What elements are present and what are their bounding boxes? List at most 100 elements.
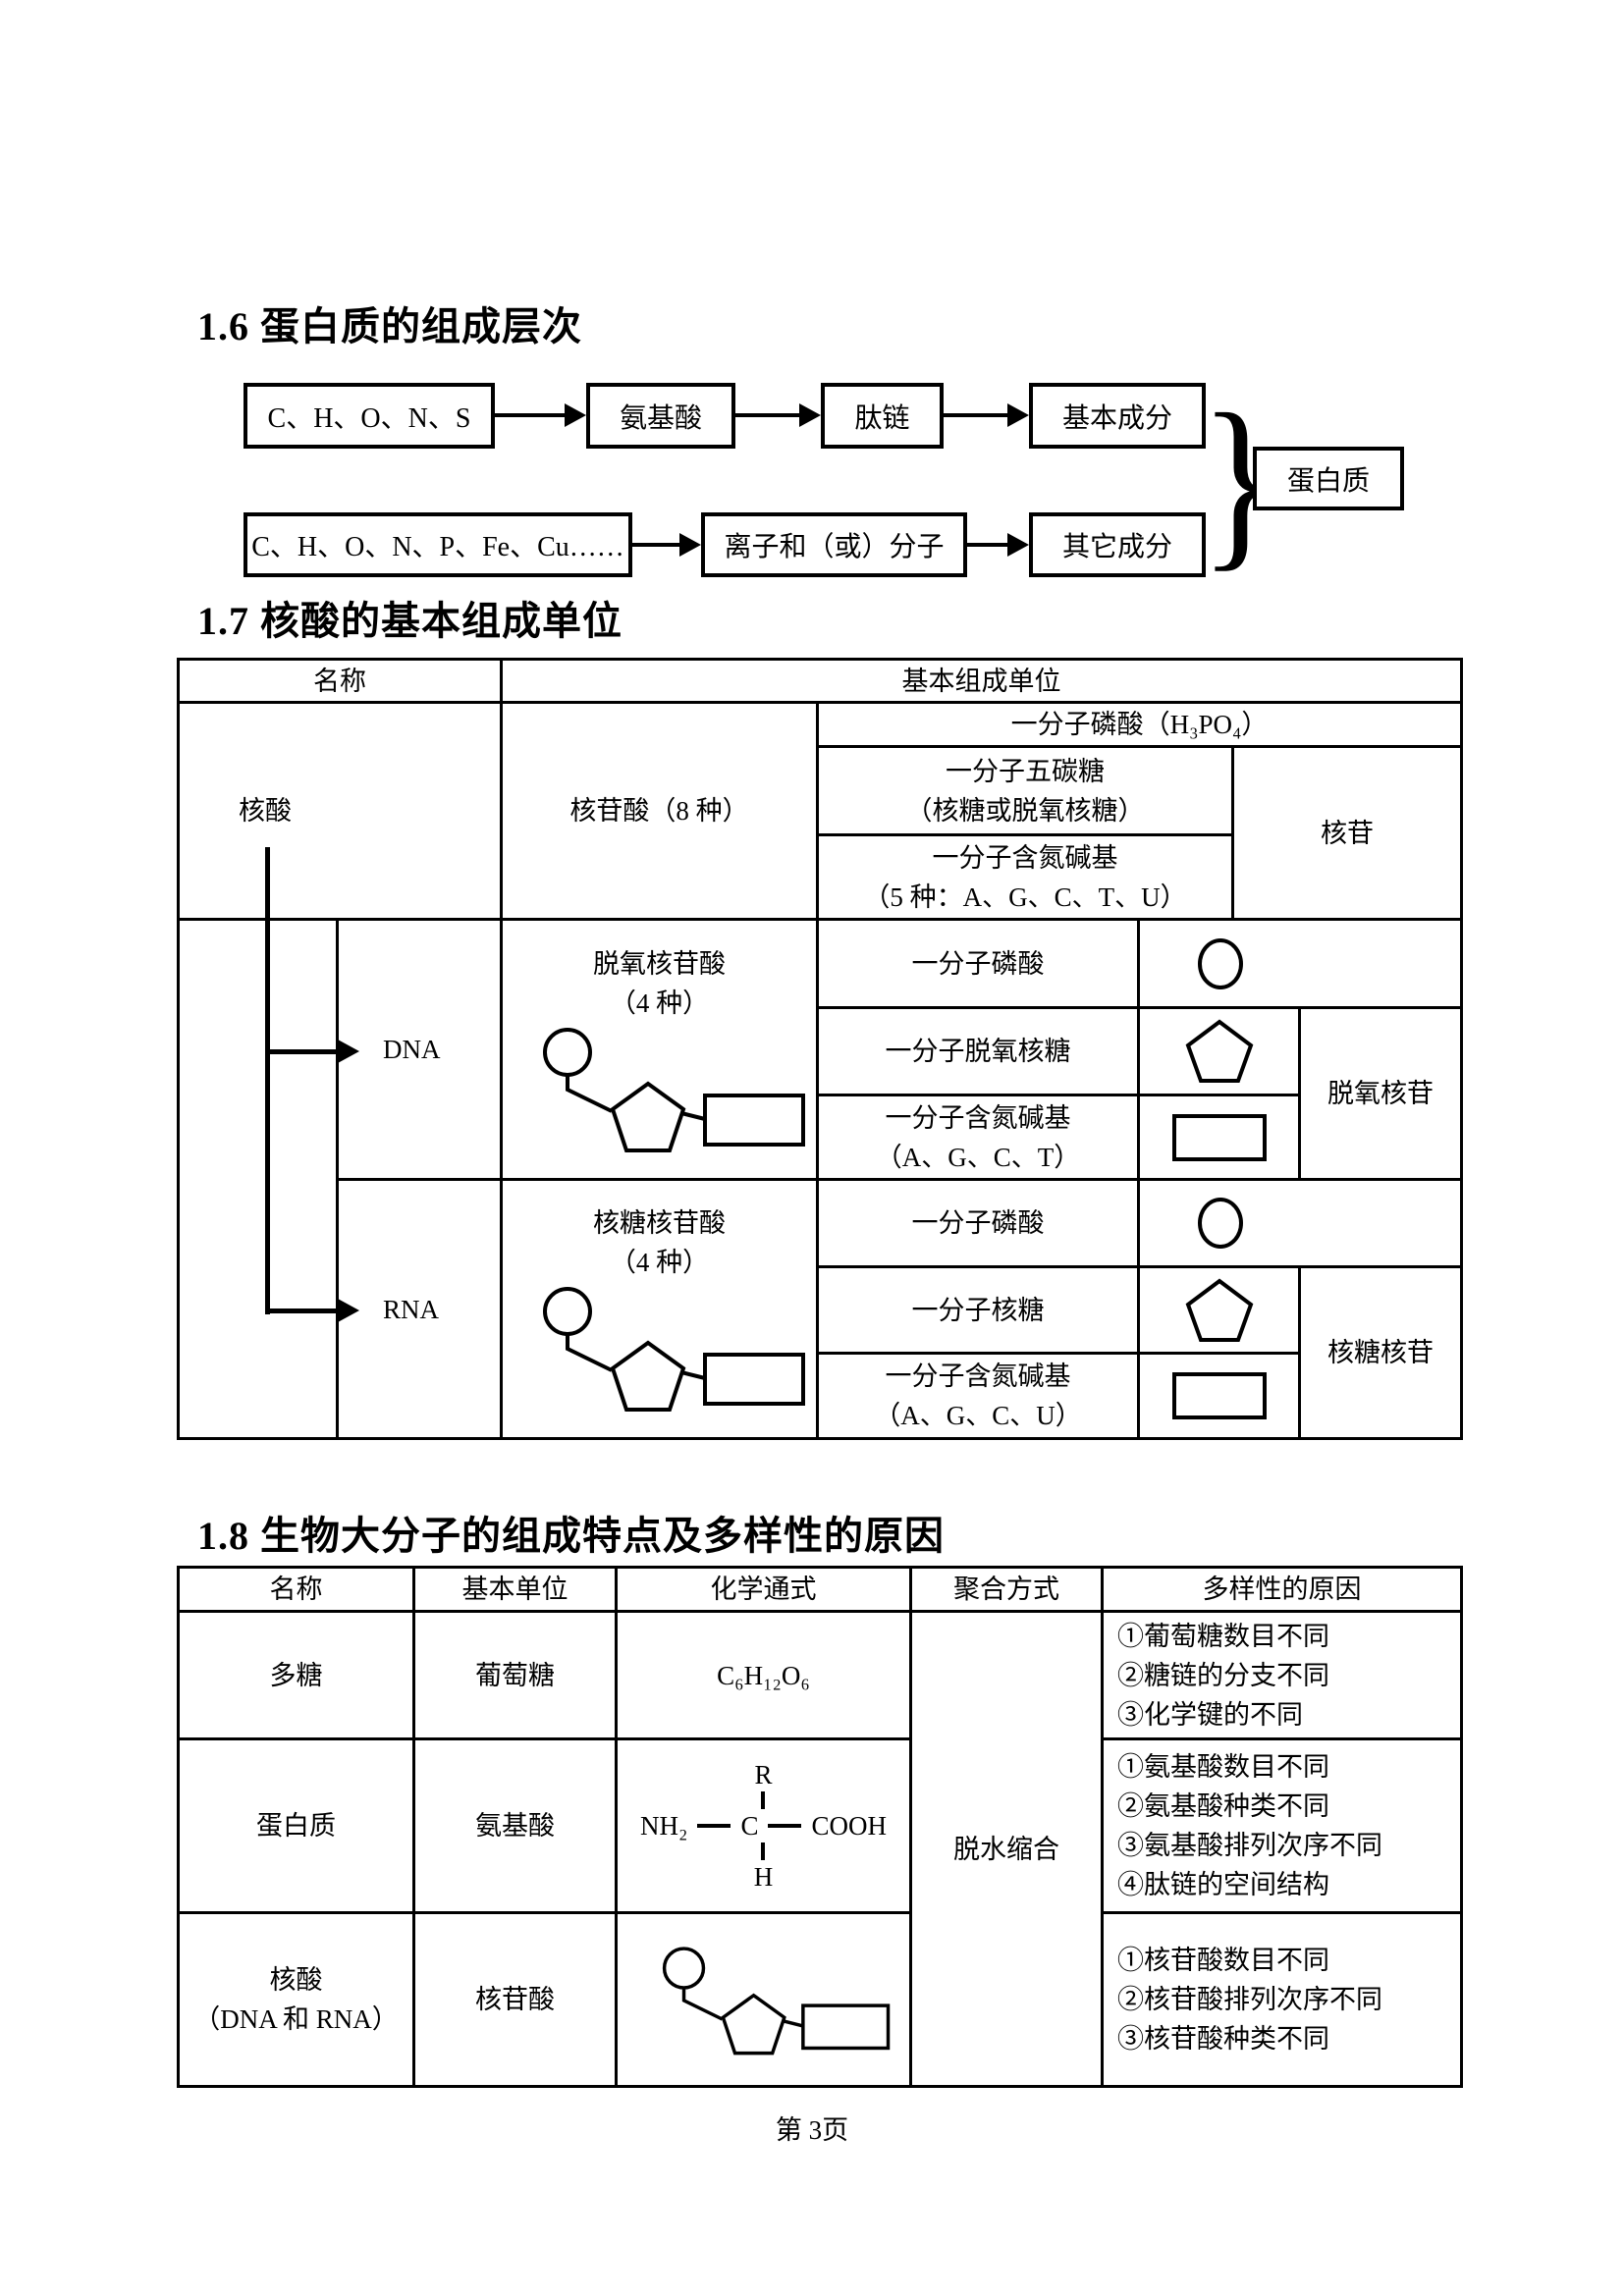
- header-diversity-reason: 多样性的原因: [1104, 1569, 1463, 1613]
- flow-box-elements-basic: C、H、O、N、S: [244, 383, 495, 449]
- nucleotide-diagram-icon: [542, 1287, 805, 1412]
- cell-tree-trunk: [180, 921, 339, 1440]
- flow-arrow-icon: [565, 403, 586, 427]
- bond-line: [697, 1824, 731, 1828]
- rna-phosphate-label: 一分子磷酸: [911, 1208, 1045, 1238]
- tree-trunk-line: [265, 847, 270, 1314]
- deoxynucleoside-label: 脱氧核苷: [1327, 1079, 1434, 1108]
- rna-branch-arrow-line: [267, 1308, 338, 1313]
- bond-line: [761, 1791, 766, 1809]
- bond-line: [761, 1842, 766, 1860]
- ribonucleoside-label: 核糖核苷: [1327, 1338, 1434, 1367]
- phosphate-a-label: 一分子磷酸（H₃PO₄）: [1010, 710, 1269, 739]
- cell-pentose-a: 一分子五碳糖 （核糖或脱氧核糖）: [819, 748, 1234, 836]
- reason-line: ①氨基酸数目不同: [1117, 1752, 1329, 1782]
- dna-base-line1: 一分子含氮碱基: [885, 1102, 1071, 1133]
- reason-line: ②糖链的分支不同: [1117, 1660, 1329, 1690]
- flow-box-label: 其它成分: [1061, 532, 1172, 562]
- flow-box-label: C、H、O、N、P、Fe、Cu……: [251, 532, 624, 562]
- header-name: 名称: [180, 661, 503, 704]
- dna-branch-arrow-icon: [338, 1040, 359, 1063]
- pentose-a-line1: 一分子五碳糖: [946, 756, 1105, 786]
- rna-branch-arrow-icon: [338, 1299, 359, 1322]
- cell-glucose-formula: C₆H₁₂O₆: [618, 1613, 912, 1740]
- row-unit-label: 葡萄糖: [475, 1660, 555, 1690]
- dna-label: DNA: [383, 1035, 441, 1064]
- cell-nucleoside-a: 核苷: [1234, 748, 1463, 921]
- header-basic-unit: 基本单位: [415, 1569, 618, 1613]
- row-name-label: 多糖: [269, 1660, 323, 1690]
- flow-arrow-icon: [799, 403, 821, 427]
- glucose-formula-label: C₆H₁₂O₆: [717, 1660, 810, 1690]
- cell-rna-sugar-shape: [1140, 1268, 1301, 1355]
- amino-h-label: H: [753, 1862, 774, 1892]
- dna-phosphate-label: 一分子磷酸: [911, 948, 1045, 979]
- flow-box-amino-acid: 氨基酸: [586, 383, 735, 449]
- reason-line: ②核苷酸排列次序不同: [1117, 1985, 1382, 2014]
- section-1-7-title: 1.7 核酸的基本组成单位: [197, 599, 623, 643]
- cell-rna-sugar: 一分子核糖: [819, 1268, 1140, 1355]
- header-name: 名称: [180, 1569, 415, 1613]
- row-name-sub-label: （DNA 和 RNA）: [193, 2004, 399, 2034]
- cell-dna-base: 一分子含氮碱基 （A、G、C、T）: [819, 1096, 1140, 1181]
- dna-sugar-label: 一分子脱氧核糖: [885, 1037, 1071, 1066]
- cell-dna-phosphate: 一分子磷酸: [819, 921, 1140, 1009]
- header-label: 名称: [269, 1575, 323, 1604]
- flow-arrow-icon: [679, 533, 701, 557]
- cell-nucleotide-unit: 核苷酸: [415, 1914, 618, 2088]
- cell-dehydration-condensation: 脱水缩合: [912, 1613, 1104, 2088]
- cell-rna-phosphate: 一分子磷酸: [819, 1181, 1140, 1268]
- header-name-label: 名称: [313, 666, 366, 696]
- base-a-line1: 一分子含氮碱基: [932, 842, 1118, 873]
- bond-line: [768, 1824, 802, 1828]
- cell-polysaccharide-reasons: ①葡萄糖数目不同 ②糖链的分支不同 ③化学键的不同: [1104, 1613, 1463, 1740]
- macromolecule-table: 名称 基本单位 化学通式 聚合方式 多样性的原因 多糖 葡萄糖 C₆H₁₂O₆ …: [177, 1566, 1463, 2088]
- rna-base-line1: 一分子含氮碱基: [885, 1362, 1071, 1391]
- cell-ribonucleoside: 核糖核苷: [1301, 1268, 1463, 1440]
- flow-arrow-line: [495, 413, 565, 417]
- cell-polysaccharide: 多糖: [180, 1613, 415, 1740]
- sugar-pentagon-icon: [1185, 1278, 1253, 1342]
- amino-acid-structure-diagram: R NH₂ C COOH H: [640, 1760, 887, 1892]
- ribonucleotide-label-line2: （4 种）: [609, 1248, 710, 1277]
- cell-amino-acid: 氨基酸: [415, 1740, 618, 1914]
- amino-nh2-label: NH₂: [640, 1811, 688, 1841]
- header-label: 基本单位: [461, 1575, 568, 1604]
- cell-base-a: 一分子含氮碱基 （5 种：A、G、C、T、U）: [819, 836, 1234, 921]
- base-rectangle-icon: [1171, 1113, 1267, 1161]
- flow-box-basic-component: 基本成分: [1029, 383, 1206, 449]
- cell-rna-phosphate-shape: [1140, 1181, 1463, 1268]
- header-label: 聚合方式: [953, 1575, 1059, 1604]
- flow-arrow-line: [735, 413, 799, 417]
- reason-line: ③核苷酸种类不同: [1117, 2024, 1329, 2054]
- row-name-label: 核酸: [269, 1965, 323, 1995]
- header-label: 化学通式: [710, 1575, 817, 1604]
- ribonucleotide-label-line1: 核糖核苷酸: [593, 1208, 726, 1238]
- cell-dna-sugar-shape: [1140, 1009, 1301, 1096]
- flow-box-label: C、H、O、N、S: [267, 402, 471, 434]
- flow-box-other-component: 其它成分: [1029, 512, 1206, 577]
- page-number: 第 3页: [775, 2115, 849, 2145]
- dna-branch-arrow-line: [267, 1049, 338, 1054]
- reason-line: ①核苷酸数目不同: [1117, 1946, 1329, 1975]
- reason-line: ②氨基酸种类不同: [1117, 1791, 1329, 1821]
- cell-deoxynucleoside: 脱氧核苷: [1301, 1009, 1463, 1181]
- phosphate-circle-icon: [1198, 1198, 1243, 1249]
- cell-rna-base: 一分子含氮碱基 （A、G、C、U）: [819, 1355, 1140, 1440]
- rna-base-line2: （A、G、C、U）: [874, 1401, 1082, 1430]
- reason-line: ③氨基酸排列次序不同: [1117, 1831, 1382, 1860]
- base-a-line2: （5 种：A、G、C、T、U）: [863, 881, 1187, 912]
- header-label: 多样性的原因: [1202, 1575, 1362, 1604]
- flow-box-label: 基本成分: [1061, 402, 1172, 434]
- cell-rna-base-shape: [1140, 1355, 1301, 1440]
- base-rectangle-icon: [1171, 1372, 1267, 1419]
- header-polymerization: 聚合方式: [912, 1569, 1104, 1613]
- flow-arrow-icon: [1007, 533, 1029, 557]
- reason-line: ④肽链的空间结构: [1117, 1870, 1329, 1899]
- nucleotide-8-label: 核苷酸（8 种）: [569, 796, 749, 826]
- cell-nucleic-acid-reasons: ①核苷酸数目不同 ②核苷酸排列次序不同 ③核苷酸种类不同: [1104, 1914, 1463, 2088]
- cell-dna-phosphate-shape: [1140, 921, 1463, 1009]
- flow-arrow-line: [632, 543, 679, 547]
- flow-box-label: 氨基酸: [619, 402, 702, 434]
- cell-dna-sugar: 一分子脱氧核糖: [819, 1009, 1140, 1096]
